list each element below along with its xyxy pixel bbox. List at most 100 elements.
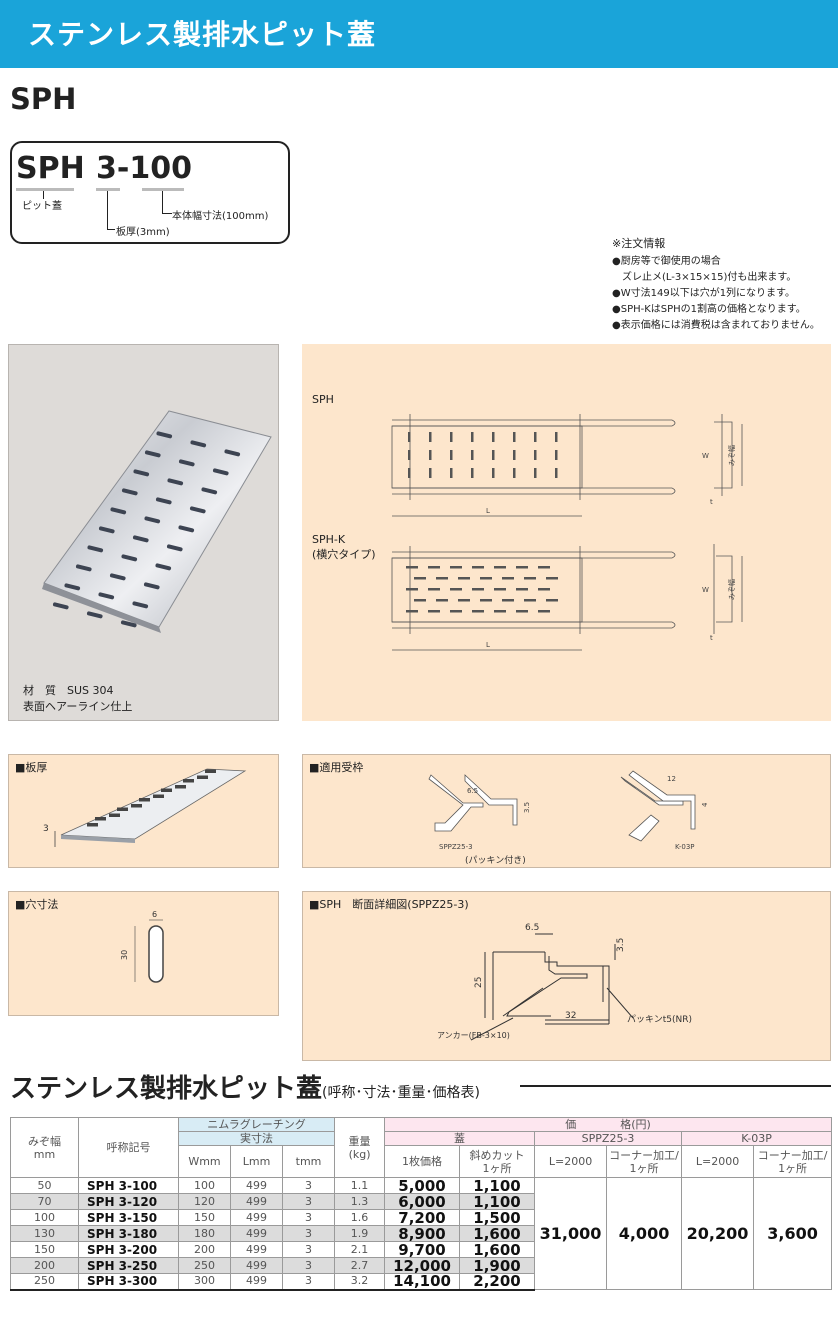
sph-slot [450,468,453,478]
sph-slot [492,468,495,478]
sphk-slot [450,588,462,591]
thickness-hole [109,813,120,817]
sph-slot [408,432,411,442]
product-photo: 材 質 SUS 304 表面ヘアーライン仕上 [8,344,279,721]
plate-hole [109,573,126,581]
th-sppz: SPPZ25-3 [534,1131,683,1146]
sph-slot [429,450,432,460]
header-banner: ステンレス製排水ピット蓋 [0,0,838,68]
notes-item: ●表示価格には消費税は含まれておりません。 [612,320,820,331]
sph-slot [450,432,453,442]
sphk-slot [414,599,426,602]
frame-sppz-label: SPPZ25-3 [439,843,473,851]
panel-frames-label: ■適用受枠 [309,761,364,774]
plate-hole [224,449,241,457]
th-k03p-corner: コーナー加工/1ヶ所 [753,1145,833,1178]
code-leader [43,191,44,199]
dim-w: W [702,452,709,460]
dim-mizohaba: みぞ幅 [727,445,736,466]
sphk-slot [480,599,492,602]
code-leader [162,191,163,213]
frame-dim-35: 3.5 [523,802,531,813]
sph-slot [555,432,558,442]
hole-dim-6: 6 [152,910,157,919]
plate-hole [189,506,206,514]
panel-hole: ■穴寸法 6 30 [8,891,279,1016]
sphk-slot [458,599,470,602]
sph-slot [471,468,474,478]
sphk-slot [546,577,558,580]
code-width-label: 本体幅寸法(100mm) [172,211,269,222]
drawing-sphk-label: SPH-K (横穴タイプ) [312,533,376,561]
sphk-slot [546,599,558,602]
thickness-hole [205,769,216,773]
th-code: 呼称記号 [78,1117,179,1178]
sphk-slot [480,577,492,580]
th-sppz-corner: コーナー加工/1ヶ所 [606,1145,683,1178]
section-illustration: 6.5 3.5 25 32 パッキンt5(NR) アンカー(FB-3×10) [437,923,692,1041]
table-heading: ステンレス製排水ピット蓋(呼称･寸法･重量･価格表) [10,1068,480,1105]
th-k03p: K-03P [681,1131,833,1146]
section-dim-65: 6.5 [525,923,539,933]
frame-dim-12: 12 [667,775,676,783]
plate-hole [86,611,103,619]
thickness-hole [139,798,150,802]
dim-l: L [486,507,490,515]
notes-title: ※注文情報 [612,237,666,250]
sphk-slot [406,588,418,591]
table-heading-main: ステンレス製排水ピット蓋 [10,1074,323,1104]
sph-slot [534,450,537,460]
sphk-slot [472,610,484,613]
plate-hole [132,535,149,543]
sphk-slot [436,599,448,602]
sphk-slot [450,610,462,613]
plate-hole [98,526,115,534]
sph-slot [513,468,516,478]
notes-item: ●W寸法149以下は穴が1列になります。 [612,288,796,299]
plate-hole [87,545,104,553]
sph-slot [513,432,516,442]
k03p-corner-price: 3,600 [753,1177,833,1290]
th-weight: 重量(kg) [334,1117,386,1178]
dim-t: t [710,634,713,642]
sph-slot [408,450,411,460]
sphk-slot [516,588,528,591]
panel-section: ■SPH 断面詳細図(SPPZ25-3) 6.5 3.5 25 32 パッキンt… [302,891,831,1061]
sphk-slot [406,566,418,569]
panel-thickness-label: ■板厚 [15,761,48,774]
sphk-slot [428,566,440,569]
plate-hole [64,583,81,591]
sppz-l2000-price: 31,000 [534,1177,608,1290]
sppz-corner-price: 4,000 [606,1177,683,1290]
sphk-slot [494,566,506,569]
plate-hole [120,620,137,628]
thickness-hole [175,785,186,789]
sph-slot [492,450,495,460]
notes-item: ズレ止メ(L-3×15×15)付も出来ます。 [612,272,797,283]
code-leader [162,213,172,214]
notes-item: ●SPH-KはSPHの1割高の価格となります。 [612,304,806,315]
plate-hole [190,440,207,448]
sph-slot [471,450,474,460]
th-actual: 実寸法 [177,1131,336,1146]
notes-item: ●厨房等で御使用の場合 [612,256,721,267]
plate-hole [133,469,150,477]
th-k03p-l2000: L=2000 [681,1145,755,1178]
frame-k03p-label: K-03P [675,843,695,851]
sphk-slot [538,610,550,613]
sph-slot [471,432,474,442]
frame-dim-65: 6.5 [467,787,478,795]
plate-hole [98,592,115,600]
plate-hole [212,468,229,476]
sph-slot [555,450,558,460]
sph-slot [408,468,411,478]
sphk-slot [472,588,484,591]
sphk-slot [502,599,514,602]
panel-thickness: ■板厚 3 [8,754,279,868]
sphk-slot [524,599,536,602]
